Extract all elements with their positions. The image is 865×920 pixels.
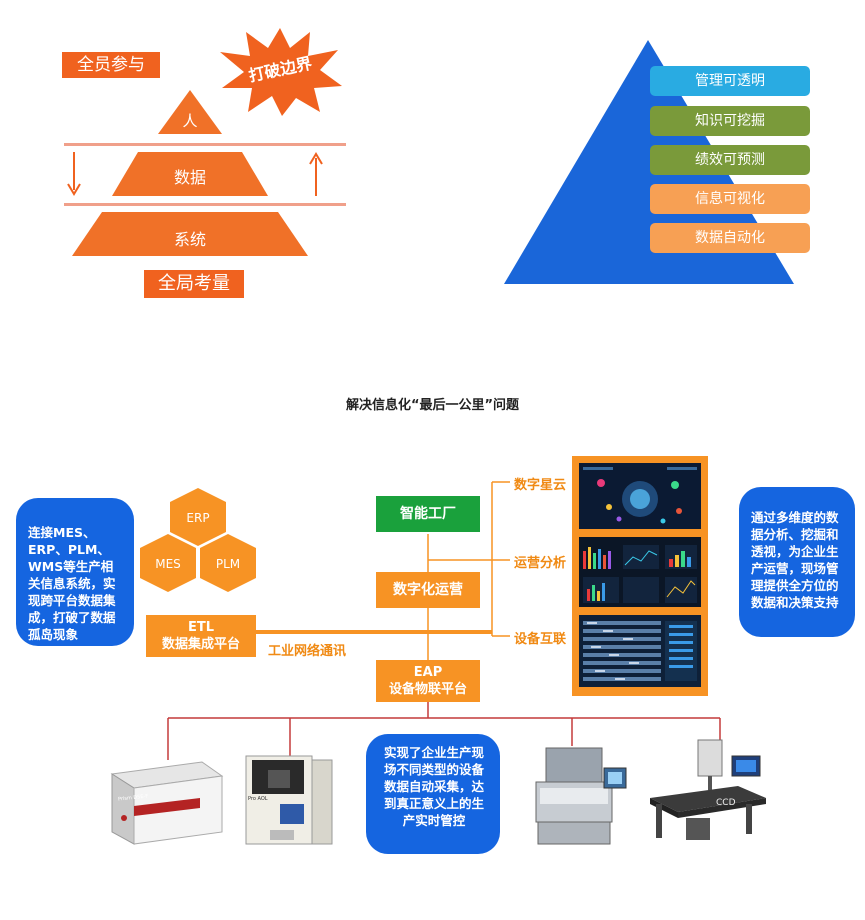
hex-plm <box>200 534 256 592</box>
hex-erp <box>170 488 226 546</box>
hex-mes <box>140 534 196 592</box>
screen-ops-analysis <box>579 537 701 607</box>
dash-label-ops-analysis: 运营分析 <box>514 556 567 571</box>
tier-knowledge-mining: 知识可挖掘 <box>650 106 810 136</box>
tier-data-automation: 数据自动化 <box>650 223 810 253</box>
bubble-data-analysis: 通过多维度的数据分析、挖掘和透视，为企业生产运营，现场管理提供全方位的数据和决策… <box>739 487 855 637</box>
screen-device-interconnect <box>579 615 701 687</box>
dash-label-digital-nebula: 数字星云 <box>514 478 567 493</box>
machine-aoi-image <box>245 755 333 845</box>
arrow-up-icon <box>309 152 323 196</box>
machine-ccd-image <box>650 739 766 840</box>
tier-data-label: 数据 <box>173 168 206 187</box>
network-label: 工业网络通讯 <box>268 644 347 659</box>
bubble-data-collection: 实现了企业生产现场不同类型的设备数据自动采集，达到真正意义上的生产实时管控 <box>366 734 500 854</box>
machine-aoi-label: Pro AOL <box>248 796 268 802</box>
divider-line-lower <box>64 203 346 206</box>
eap-title: EAP <box>413 665 443 680</box>
tier-people-shape <box>158 90 222 134</box>
hex-erp-label: ERP <box>186 511 209 525</box>
tag-all-participation: 全员参与 <box>62 52 160 78</box>
screen-digital-nebula <box>579 463 701 529</box>
hex-mes-label: MES <box>155 557 181 571</box>
tier-management-transparent: 管理可透明 <box>650 66 810 96</box>
tier-people-label: 人 <box>182 112 198 130</box>
eap-subtitle: 设备物联平台 <box>388 682 467 697</box>
bubble-system-integration: 连接MES、ERP、PLM、WMS等生产相关信息系统，实现跨平台数据集成，打破了… <box>16 498 134 646</box>
burst-shape <box>220 28 342 116</box>
tier-data-shape <box>112 152 268 196</box>
hex-plm-label: PLM <box>216 557 240 571</box>
tag-global-consideration: 全局考量 <box>144 270 244 298</box>
divider-line-upper <box>64 143 346 146</box>
hexagon-cluster: ERP MES PLM <box>140 488 256 592</box>
tier-system-label: 系统 <box>173 230 206 249</box>
tier-info-visualization: 信息可视化 <box>650 184 810 214</box>
caption: 解决信息化“最后一公里”问题 <box>345 398 520 413</box>
machine-ccd-label: CCD <box>716 798 736 808</box>
digital-operations-box: 数字化运营 <box>376 572 480 608</box>
tier-system-shape <box>72 212 308 256</box>
eap-platform-box: EAP 设备物联平台 <box>376 660 480 702</box>
smart-factory-box: 智能工厂 <box>376 496 480 532</box>
etl-title: ETL <box>187 620 215 635</box>
dash-label-device-interconnect: 设备互联 <box>514 632 567 647</box>
etl-subtitle: 数据集成平台 <box>161 637 240 652</box>
tiered-pyramid <box>72 90 308 256</box>
etl-platform-box: ETL 数据集成平台 <box>146 615 256 657</box>
tier-performance-prediction: 绩效可预测 <box>650 145 810 175</box>
machine-inspection-image <box>535 747 627 845</box>
machine-printer-image <box>110 761 224 845</box>
arrow-down-icon <box>67 152 81 196</box>
